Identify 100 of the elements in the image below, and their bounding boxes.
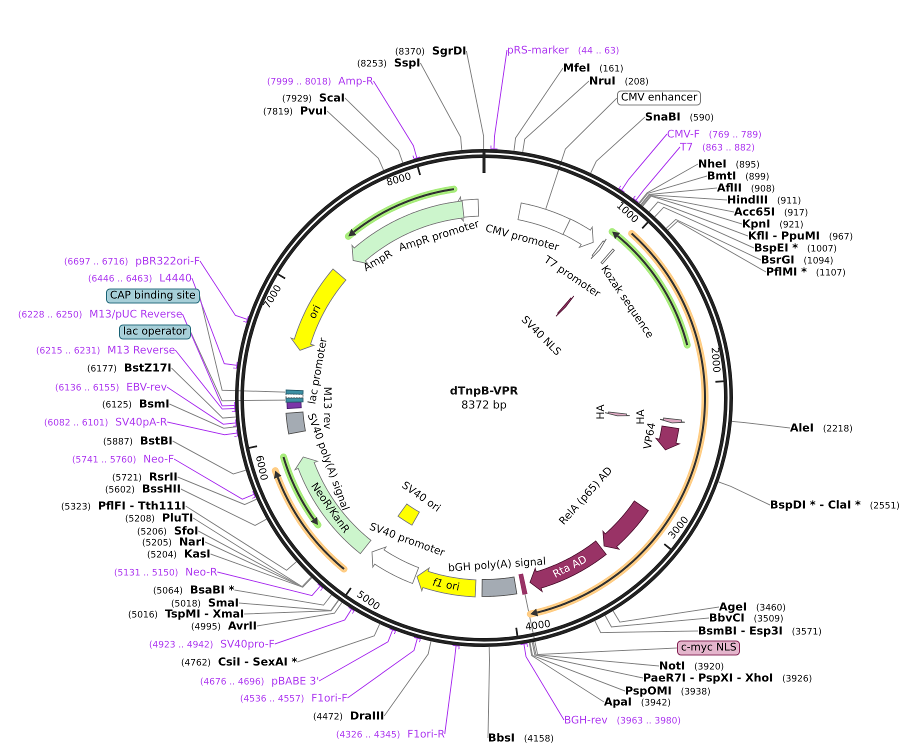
leader-line xyxy=(204,542,312,588)
leader-line xyxy=(632,146,680,204)
primer-label: (6697 .. 6716) pBR322ori-F xyxy=(64,252,200,270)
feature-label: M13 rev xyxy=(321,386,333,430)
leader-line xyxy=(192,518,312,588)
primer-label: (7999 .. 8018) Amp-R xyxy=(267,72,374,90)
leader-line xyxy=(545,98,618,210)
leader-line xyxy=(182,314,236,410)
leader-line xyxy=(522,80,590,153)
leader-line xyxy=(199,260,250,324)
feature-callout: lac operator xyxy=(119,324,191,340)
leader-line xyxy=(318,628,397,682)
leader-line xyxy=(528,642,604,702)
leader-line xyxy=(532,642,644,678)
restriction-site-label: (5064) BsaBI * xyxy=(153,582,234,598)
leader-line xyxy=(326,110,384,171)
leader-line xyxy=(191,278,238,370)
restriction-site-label: (6125) BsmI xyxy=(102,396,170,412)
leader-line xyxy=(190,332,286,402)
leader-line xyxy=(296,624,380,662)
restriction-site-label: (4762) CsiI - SexAI * xyxy=(181,654,298,670)
leader-line xyxy=(172,440,246,475)
leader-line xyxy=(532,642,660,666)
leader-line xyxy=(590,116,646,174)
primer-label: (5741 .. 5760) Neo-F xyxy=(72,450,174,468)
scale-label: 4000 xyxy=(524,618,552,633)
leader-line xyxy=(171,368,236,419)
restriction-site-label: AleI (2218) xyxy=(790,420,853,436)
leader-line xyxy=(530,642,626,692)
leader-line xyxy=(640,188,718,206)
feature-callout: CAP binding site xyxy=(106,288,200,304)
feature-callout: c-myc NLS xyxy=(677,640,740,656)
leader-line xyxy=(666,218,762,260)
feature-label: bGH poly(A) signal xyxy=(448,556,546,574)
primer-label: (6228 .. 6250) M13/pUC Reverse xyxy=(18,306,182,322)
leader-line xyxy=(185,506,297,571)
leader-line xyxy=(731,420,790,428)
leader-line xyxy=(618,134,668,194)
leader-line xyxy=(234,590,332,606)
leader-line xyxy=(256,602,342,626)
scale-label: 8000 xyxy=(384,171,412,189)
leader-line xyxy=(210,554,312,588)
leader-line xyxy=(488,646,490,738)
leader-line xyxy=(238,600,339,612)
leader-line xyxy=(168,404,238,429)
leader-line xyxy=(638,164,698,204)
primer-label: pRS-marker (44 .. 63) xyxy=(507,42,620,58)
plasmid-name: dTnpB-VPR xyxy=(450,384,518,398)
leader-line xyxy=(274,606,356,644)
primer-label: (4676 .. 4696) pBABE 3' xyxy=(200,672,320,690)
primer-label: BGH-rev (3963 .. 3980) xyxy=(564,712,681,728)
restriction-site-label: PflMI * (1107) xyxy=(766,264,846,280)
leader-line xyxy=(166,386,238,428)
restriction-site-label: (6177) BstZ17I xyxy=(87,360,172,376)
leader-line xyxy=(198,530,312,588)
leader-line xyxy=(216,572,324,596)
feature-callout: CMV enhancer xyxy=(617,90,702,106)
restriction-site-label: (4995) AvrII xyxy=(191,618,257,634)
restriction-site-label: BsmBI - Esp3I (3571) xyxy=(698,622,822,640)
feature-label: ori xyxy=(306,303,324,321)
restriction-site-label: BbsI (4158) xyxy=(488,730,554,746)
leader-line xyxy=(177,476,257,506)
primer-label: (6082 .. 6101) SV40pA-R xyxy=(44,414,168,430)
primer-label: (4923 .. 4942) SV40pro-F xyxy=(149,636,275,652)
leader-line xyxy=(604,615,710,628)
restriction-site-label: (4472) DraIII xyxy=(313,708,384,724)
primer-label: (4326 .. 4345) F1ori-R xyxy=(336,726,445,742)
leader-line xyxy=(654,206,754,248)
leader-line xyxy=(372,80,422,160)
restriction-site-label: SnaBI (590) xyxy=(645,108,714,126)
leader-line xyxy=(180,488,267,526)
leader-line xyxy=(640,194,728,206)
feature-label: f1 ori xyxy=(431,576,461,594)
feature-label: CMV promoter xyxy=(484,222,560,254)
leader-line xyxy=(639,176,708,204)
feature-label: HA xyxy=(595,404,607,420)
leader-line xyxy=(199,296,286,393)
restriction-site-label: (5887) BstBI xyxy=(103,432,173,450)
feature-label: Rta AD xyxy=(551,553,589,581)
leader-line xyxy=(174,458,257,500)
leader-line xyxy=(384,640,432,716)
leader-line xyxy=(490,50,508,150)
leader-line xyxy=(444,644,460,734)
leader-line xyxy=(174,350,236,413)
scale-label: 2000 xyxy=(708,346,722,373)
primer-label: (5131 .. 5150) Neo-R xyxy=(114,564,218,580)
primer-label: (4536 .. 4557) F1ori-F xyxy=(240,690,348,706)
leader-line xyxy=(514,68,564,152)
leader-line xyxy=(466,50,484,150)
primer-label: (6446 .. 6463) L4440 xyxy=(88,270,192,286)
leader-line xyxy=(642,195,734,212)
primer-label: (6136 .. 6155) EBV-rev xyxy=(55,378,167,396)
leader-line xyxy=(648,201,748,236)
plasmid-length: 8372 bp xyxy=(461,398,507,412)
leader-line xyxy=(642,196,742,224)
leader-line xyxy=(420,62,462,150)
leader-line xyxy=(166,422,239,438)
restriction-site-label: (5204) KasI xyxy=(147,546,211,562)
leader-line xyxy=(718,481,770,506)
leader-line xyxy=(612,606,720,623)
